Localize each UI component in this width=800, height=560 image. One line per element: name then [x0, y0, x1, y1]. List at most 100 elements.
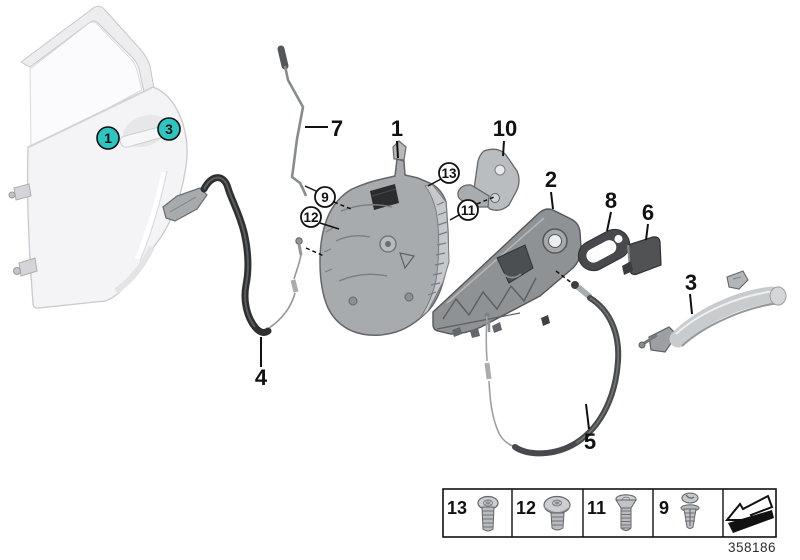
actuator-left-edge-detail: [323, 227, 334, 273]
outer-handle-graphic: [638, 270, 787, 353]
callout-13-circle[interactable]: [438, 162, 460, 184]
cable-4-inner-wire-bottom: [268, 292, 296, 329]
callout-11-leader: [449, 214, 460, 221]
label-5-leader: [585, 403, 590, 430]
cable-5-inner-wire-top: [485, 315, 488, 362]
callout-11-circle[interactable]: [457, 199, 479, 221]
callout-9-circle[interactable]: [314, 186, 336, 208]
door-arch-shade: [114, 245, 155, 294]
actuator-connector-line: [371, 188, 397, 197]
door-marker-1[interactable]: 1: [96, 126, 120, 150]
handle-end-cap: [769, 286, 787, 306]
callout-11[interactable]: 11: [449, 196, 495, 221]
actuator-rivet-left: [348, 296, 358, 306]
handle-bottom-shade: [681, 302, 780, 347]
locking-rod-graphic: [277, 45, 308, 197]
handle-fitting-pin-head: [638, 341, 646, 349]
bowden-cable-5-graphic: [484, 281, 622, 457]
door-marker-3-circle[interactable]: [157, 117, 181, 141]
cable-5-attach-dot: [484, 312, 490, 318]
gasket-hole: [614, 234, 623, 243]
legend-cell-9[interactable]: 9: [659, 492, 700, 529]
lock-actuator-graphic: [319, 140, 450, 336]
label-7[interactable]: 7: [331, 116, 343, 141]
direction-arrow-icon: [724, 494, 774, 533]
callout-12-circle[interactable]: [300, 206, 322, 228]
carrier-lower-rail: [436, 312, 521, 330]
rear-door-graphic: [8, 5, 188, 309]
actuator-hatch-triangle: [399, 252, 416, 270]
rod-body: [283, 65, 308, 197]
actuator-rivet-right: [404, 292, 414, 302]
carrier-truss: [442, 277, 537, 320]
door-marker-1-circle[interactable]: [96, 126, 120, 150]
cable-4-barrel: [290, 279, 299, 293]
handle-clip-line: [732, 276, 742, 280]
door-marker-3-number: 3: [165, 121, 173, 137]
handle-fitting-pin: [642, 333, 658, 346]
label-1[interactable]: 1: [391, 116, 403, 141]
cable-4-outer: [200, 174, 272, 336]
door-marker-1-number: 1: [104, 130, 112, 146]
actuator-top-tab: [392, 140, 407, 161]
actuator-ribs: [335, 204, 393, 282]
torx-pan-head-screw-icon: [477, 495, 499, 532]
cap-fold: [622, 261, 633, 275]
door-hinge-upper-pin: [8, 191, 16, 199]
label-3[interactable]: 3: [685, 270, 697, 295]
bowden-cable-4-graphic: [162, 174, 303, 336]
drawing-number: 358186: [728, 540, 776, 555]
label-3-leader: [689, 293, 693, 315]
dome-head-screw-icon: [543, 495, 571, 531]
legend-box: [442, 488, 777, 538]
legend-cell-12-number: 12: [516, 498, 536, 518]
carrier-spring: [499, 270, 522, 279]
callout-12[interactable]: 12: [300, 206, 340, 230]
legend-cell-9-number: 9: [659, 498, 669, 518]
fastener-legend: 13 12 11: [442, 488, 777, 538]
cable-5-end-barrel: [576, 284, 592, 300]
cable-4-sheen: [203, 176, 256, 328]
label-1-leader: [396, 140, 399, 159]
callout-9-dashed-leader: [333, 201, 352, 210]
cable-4-pin-dashed-leader: [305, 247, 325, 257]
callout-13-leader: [427, 178, 442, 187]
cap-body: [627, 236, 662, 276]
legend-cell-11[interactable]: 11: [587, 494, 637, 531]
label-10[interactable]: 10: [493, 116, 517, 141]
label-4[interactable]: 4: [255, 365, 268, 390]
cable-5-inner-wire-bottom: [488, 380, 516, 448]
callout-12-number: 12: [303, 210, 318, 225]
callout-11-dashed-leader: [476, 196, 495, 205]
label-10-leader: [502, 140, 505, 157]
label-6[interactable]: 6: [642, 200, 654, 225]
actuator-side-plate: [419, 183, 450, 319]
handle-body: [669, 286, 781, 348]
cable-5-sheen: [575, 297, 620, 444]
label-2[interactable]: 2: [545, 167, 557, 192]
door-beltline: [28, 87, 152, 148]
label-2-leader: [550, 191, 554, 210]
actuator-side-ribs: [427, 201, 448, 296]
callout-12-leader: [319, 222, 340, 230]
handle-top-highlight: [675, 290, 777, 335]
label-8[interactable]: 8: [605, 188, 617, 213]
legend-cell-13[interactable]: 13: [447, 495, 499, 532]
callout-11-number: 11: [461, 203, 476, 218]
label-5[interactable]: 5: [584, 429, 596, 454]
door-crease-highlight: [134, 171, 167, 260]
door-marker-3[interactable]: 3: [157, 117, 181, 141]
legend-cell-12[interactable]: 12: [516, 495, 571, 531]
callout-13[interactable]: 13: [427, 162, 460, 187]
callout-9-number: 9: [321, 190, 329, 205]
callout-9-leader: [304, 185, 317, 192]
gasket-graphic: [577, 228, 631, 272]
gasket-opening: [586, 240, 617, 263]
cable-4-inner-wire-top: [293, 254, 302, 280]
rod-knob: [277, 45, 289, 70]
callout-13-number: 13: [441, 166, 457, 181]
door-hinge-lower-pin: [13, 267, 21, 275]
striker-hole: [494, 164, 506, 176]
callout-9[interactable]: 9: [304, 185, 352, 210]
cover-cap-graphic: [622, 236, 662, 276]
